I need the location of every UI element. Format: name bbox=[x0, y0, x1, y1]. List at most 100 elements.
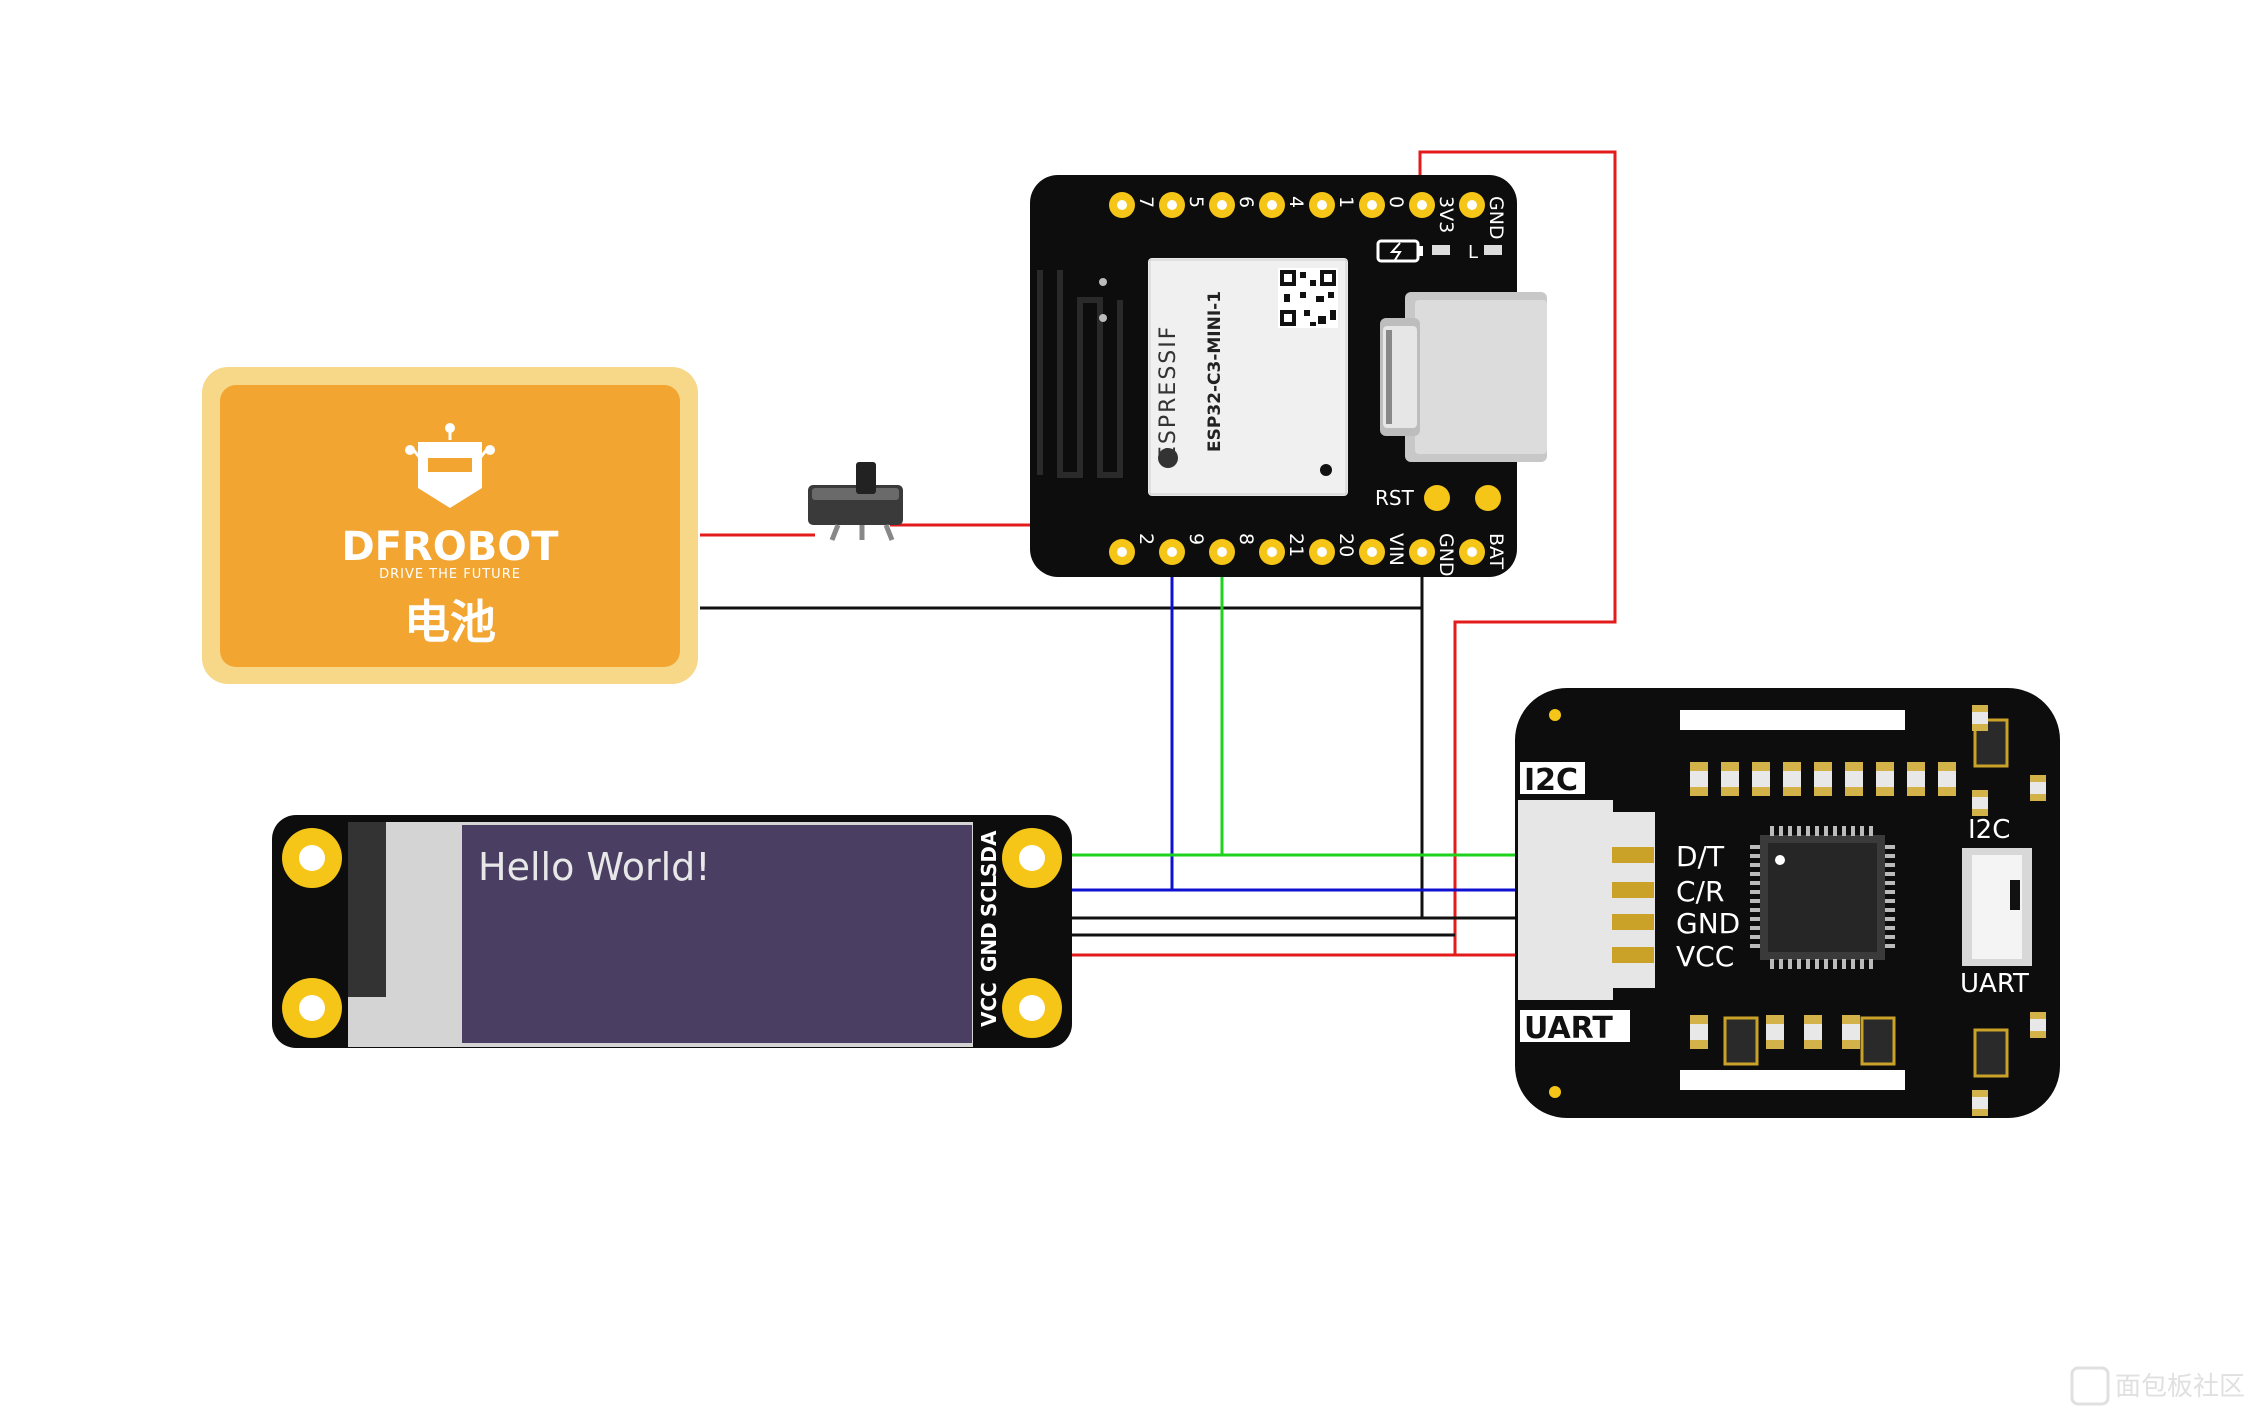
top-pin-label: 3V3 bbox=[1435, 196, 1457, 233]
user-led bbox=[1484, 245, 1502, 255]
top-pin-label: 1 bbox=[1335, 196, 1357, 208]
bottom-pin-label: GND bbox=[1435, 533, 1457, 577]
resistor-body bbox=[1876, 771, 1894, 787]
pin-hole bbox=[1267, 200, 1277, 210]
resistor-body bbox=[1690, 771, 1708, 787]
rst-label: RST bbox=[1375, 486, 1415, 510]
top-pin-label: GND bbox=[1485, 196, 1507, 240]
pin-hole bbox=[1267, 547, 1277, 557]
switch-bottom-label: UART bbox=[1960, 969, 2029, 999]
resistor-body bbox=[1907, 771, 1925, 787]
capacitor-body bbox=[1972, 712, 1988, 724]
pin-hole bbox=[1417, 200, 1427, 210]
top-pin-label: 4 bbox=[1285, 196, 1307, 208]
battery[interactable]: DFROBOT DRIVE THE FUTURE 电池 bbox=[202, 367, 698, 684]
pin-hole bbox=[1117, 547, 1127, 557]
pin-hole bbox=[1317, 547, 1327, 557]
antenna-icon bbox=[1037, 270, 1123, 478]
bottom-pin-label: 8 bbox=[1235, 533, 1257, 545]
usb-c-port[interactable] bbox=[1380, 292, 1547, 462]
charge-led bbox=[1432, 245, 1450, 255]
module-brand: ESPRESSIF bbox=[1156, 325, 1181, 460]
sensor-pin-pad[interactable] bbox=[1612, 914, 1654, 930]
slide-switch[interactable] bbox=[808, 462, 903, 541]
resistor-body bbox=[1814, 771, 1832, 787]
espressif-logo-icon bbox=[1158, 448, 1178, 468]
watermark: 面包板社区 bbox=[2070, 1366, 2244, 1406]
resistor-body bbox=[1938, 771, 1956, 787]
sensor-pin-pad[interactable] bbox=[1612, 847, 1654, 863]
resistor-body bbox=[1690, 1024, 1708, 1040]
pin-hole bbox=[1167, 200, 1177, 210]
bottom-pin-label: BAT bbox=[1485, 533, 1507, 570]
pin-hole bbox=[1467, 547, 1477, 557]
pin-hole bbox=[1417, 547, 1427, 557]
pin-hole bbox=[1217, 200, 1227, 210]
pin-hole bbox=[1367, 547, 1377, 557]
resistor-body bbox=[1721, 771, 1739, 787]
sensor-chip bbox=[1750, 826, 1895, 969]
qr-code-icon bbox=[1278, 268, 1338, 328]
i2c-label: I2C bbox=[1524, 763, 1578, 798]
sensor-pin-label: GND bbox=[1676, 907, 1740, 940]
sensor-pin-label: C/R bbox=[1676, 875, 1724, 908]
gravity-connector[interactable] bbox=[1518, 800, 1613, 1000]
sensor-pin-label: D/T bbox=[1676, 840, 1725, 873]
bottom-pin-label: 2 bbox=[1135, 533, 1157, 545]
sensor-pin-pad[interactable] bbox=[1612, 882, 1654, 898]
oled-pin-label: GND bbox=[977, 922, 1001, 972]
capacitor-body bbox=[2030, 782, 2046, 794]
switch-knob[interactable] bbox=[856, 462, 876, 494]
capacitor-body bbox=[2030, 1019, 2046, 1031]
resistor-body bbox=[1752, 771, 1770, 787]
wire-3v3 bbox=[1418, 150, 1617, 955]
resistor-row bbox=[1690, 705, 2046, 1116]
watermark-text: 面包板社区 bbox=[2115, 1372, 2244, 1402]
resistor-body bbox=[1804, 1024, 1822, 1040]
sensor-pin-pad[interactable] bbox=[1612, 947, 1654, 963]
battery-brand: DFROBOT bbox=[341, 524, 559, 570]
resistor-body bbox=[1783, 771, 1801, 787]
transistor bbox=[1860, 1016, 1896, 1066]
resistor-body bbox=[1845, 771, 1863, 787]
oled-pin-label: SCL bbox=[977, 875, 1001, 917]
battery-label: 电池 bbox=[404, 595, 496, 649]
battery-body bbox=[220, 385, 680, 667]
battery-tagline: DRIVE THE FUTURE bbox=[379, 567, 521, 582]
uart-label: UART bbox=[1524, 1011, 1613, 1046]
bottom-pin-label: VIN bbox=[1385, 533, 1407, 566]
boot-button[interactable] bbox=[1475, 485, 1501, 511]
top-pin-label: 5 bbox=[1185, 196, 1207, 208]
pin-hole bbox=[1367, 200, 1377, 210]
oled-mount-holes bbox=[282, 828, 1062, 1038]
capacitor-body bbox=[1972, 1097, 1988, 1109]
led-label: L bbox=[1468, 242, 1478, 263]
top-pin-label: 7 bbox=[1135, 196, 1157, 208]
transistor bbox=[1973, 1028, 2009, 1078]
bottom-pin-label: 20 bbox=[1335, 533, 1357, 557]
oled-screen-text: Hello World! bbox=[478, 845, 711, 889]
charge-icon bbox=[1376, 239, 1423, 263]
bottom-pin-label: 21 bbox=[1285, 533, 1307, 557]
sensor-pin-label: VCC bbox=[1676, 940, 1734, 973]
pin-hole bbox=[1317, 200, 1327, 210]
oled-screen bbox=[462, 825, 972, 1043]
watermark-logo-icon bbox=[2070, 1366, 2110, 1406]
oled-pin-label: VCC bbox=[977, 982, 1001, 1027]
oled-pin-label: SDA bbox=[977, 830, 1001, 877]
rst-button[interactable] bbox=[1424, 485, 1450, 511]
resistor-body bbox=[1842, 1024, 1860, 1040]
pin-hole bbox=[1167, 547, 1177, 557]
capacitor-body bbox=[1972, 797, 1988, 809]
top-pin-label: 6 bbox=[1235, 196, 1257, 208]
resistor-body bbox=[1766, 1024, 1784, 1040]
module-name: ESP32-C3-MINI-1 bbox=[1205, 291, 1225, 452]
